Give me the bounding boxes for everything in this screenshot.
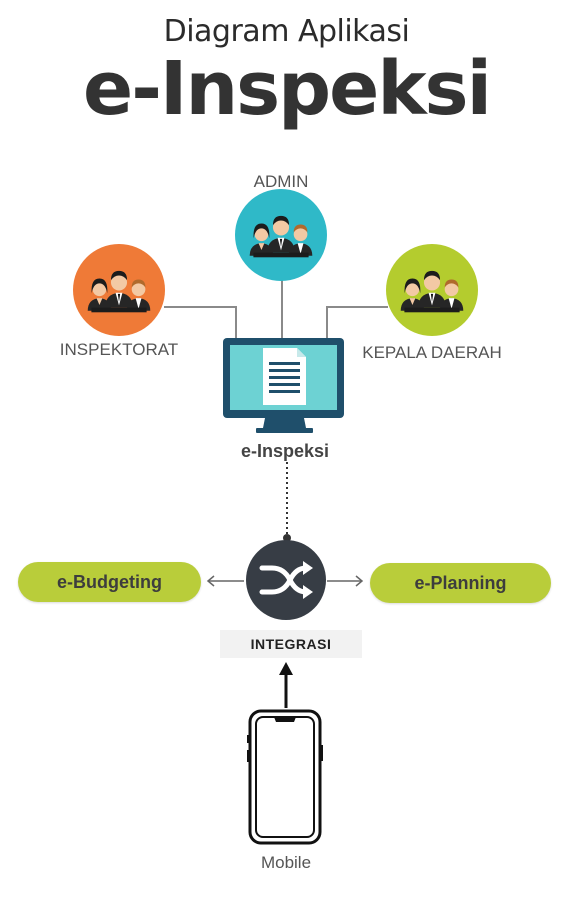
integration-node bbox=[246, 540, 326, 620]
kepala-daerah-avatar bbox=[386, 244, 478, 336]
system-arrows bbox=[206, 575, 364, 587]
role-connectors bbox=[164, 280, 388, 338]
admin-label: ADMIN bbox=[253, 172, 309, 191]
shuffle-icon bbox=[259, 565, 309, 595]
diagram-title: e-Inspeksi bbox=[83, 46, 492, 132]
e-budgeting-pill: e-Budgeting bbox=[18, 562, 201, 602]
mobile-label: Mobile bbox=[260, 853, 312, 872]
inspektorat-label: INSPEKTORAT bbox=[59, 340, 179, 359]
smartphone-icon bbox=[247, 709, 323, 845]
mobile-arrow bbox=[279, 662, 293, 708]
diagram-subtitle: Diagram Aplikasi bbox=[163, 14, 410, 49]
app-monitor bbox=[223, 338, 344, 433]
inspektorat-avatar bbox=[73, 244, 165, 336]
document-icon bbox=[263, 348, 306, 405]
integration-label: INTEGRASI bbox=[220, 630, 362, 658]
admin-avatar bbox=[235, 189, 327, 281]
connector-dot bbox=[283, 534, 291, 542]
e-planning-pill: e-Planning bbox=[370, 563, 551, 603]
kepala-daerah-label: KEPALA DAERAH bbox=[362, 343, 502, 362]
app-label: e-Inspeksi bbox=[240, 441, 330, 461]
